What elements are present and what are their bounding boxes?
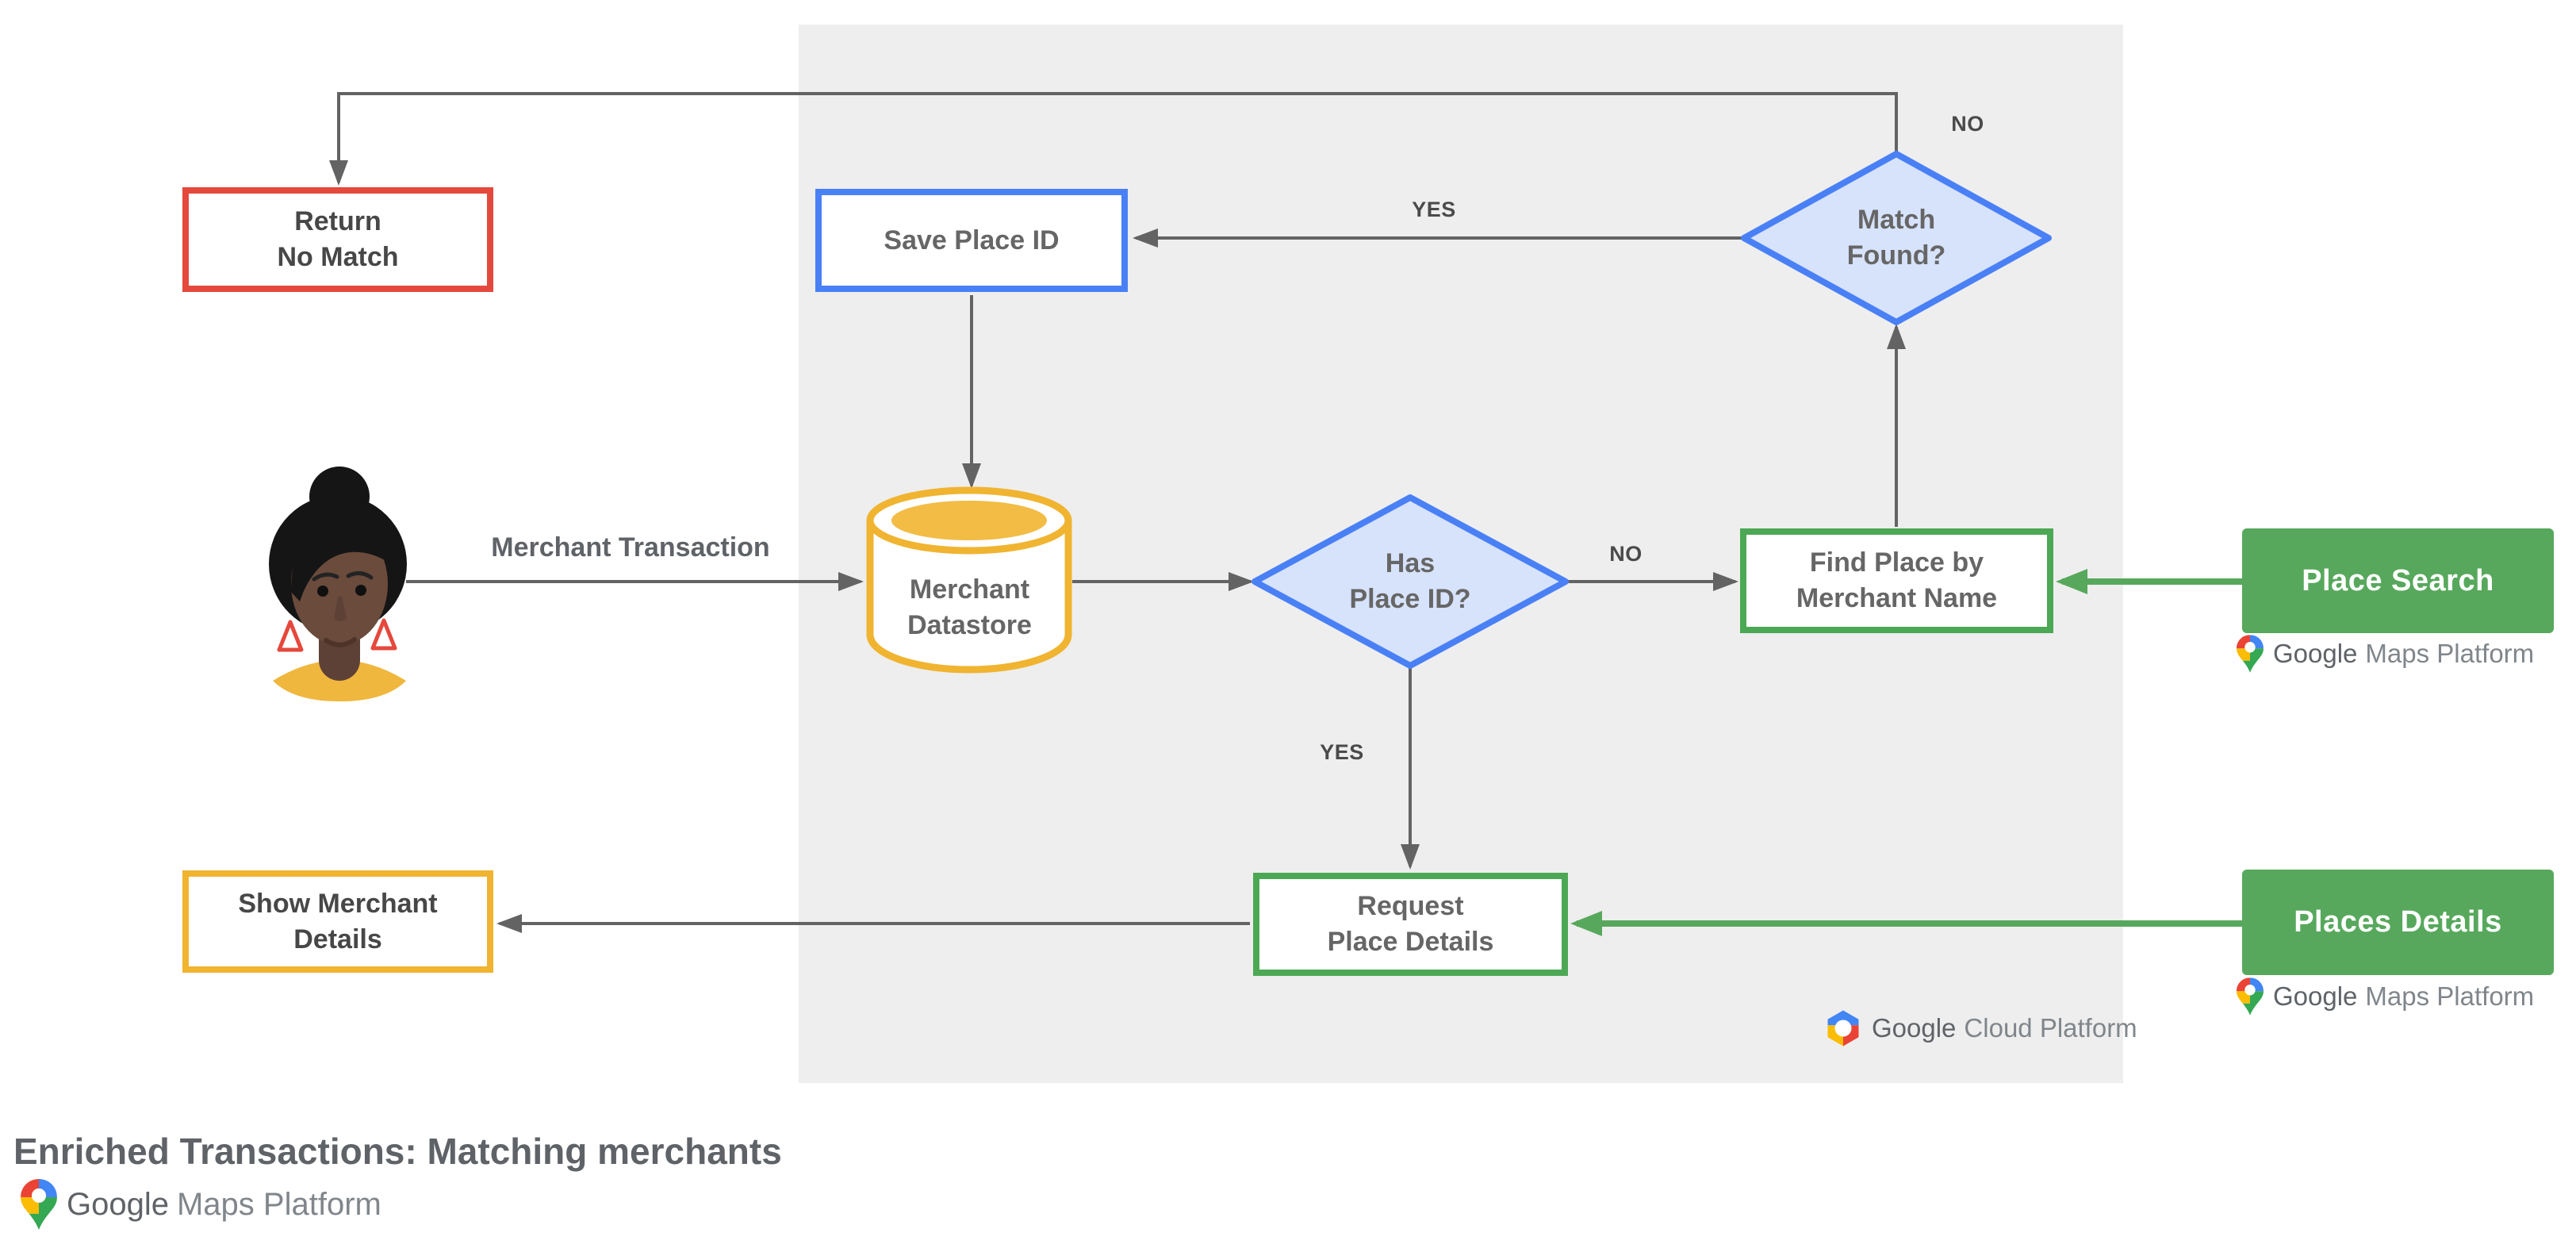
logo-text-google: Google xyxy=(1872,1013,1957,1043)
edge-label-match-found-yes: YES xyxy=(1412,197,1456,221)
google-maps-platform-logo-place-search: Google Maps Platform xyxy=(2237,635,2534,673)
edge-label-has-place-id-no: NO xyxy=(1609,541,1643,566)
decision-has-place-id-label: Has Place ID? xyxy=(1349,548,1471,614)
node-save-place-id: Save Place ID xyxy=(815,189,1128,292)
node-request-place-details: Request Place Details xyxy=(1253,873,1568,976)
datastore-label: Merchant Datastore xyxy=(907,574,1032,640)
google-cloud-hexagon-icon xyxy=(1824,1009,1862,1047)
google-maps-pin-icon xyxy=(21,1179,57,1230)
google-cloud-platform-logo: Google Cloud Platform xyxy=(1824,1009,2137,1047)
google-maps-platform-logo-footer: Google Maps Platform xyxy=(21,1179,381,1230)
logo-text-google: Google xyxy=(2273,639,2358,668)
node-show-merchant-details: Show Merchant Details xyxy=(182,870,493,973)
diagram-title: Enriched Transactions: Matching merchant… xyxy=(13,1131,782,1172)
logo-text-maps-platform: Maps Platform xyxy=(176,1186,381,1222)
logo-text-maps-platform: Maps Platform xyxy=(2365,639,2535,668)
edge-label-match-found-no: NO xyxy=(1951,111,1984,136)
merchant-user-avatar xyxy=(269,467,407,701)
node-find-place-by-merchant-name: Find Place by Merchant Name xyxy=(1740,528,2053,633)
decision-match-found-label: Match Found? xyxy=(1846,205,1946,271)
node-return-no-match: Return No Match xyxy=(182,187,493,292)
google-maps-pin-icon xyxy=(2237,977,2264,1016)
node-place-search-api: Place Search xyxy=(2242,528,2554,633)
logo-text-maps-platform: Maps Platform xyxy=(2365,981,2535,1011)
logo-text-google: Google xyxy=(2273,981,2358,1011)
logo-text-cloud-platform: Cloud Platform xyxy=(1964,1013,2137,1043)
logo-text-google: Google xyxy=(67,1186,169,1222)
google-maps-platform-logo-places-details: Google Maps Platform xyxy=(2237,977,2534,1016)
edge-label-has-place-id-yes: YES xyxy=(1320,739,1364,764)
google-maps-pin-icon xyxy=(2237,635,2264,673)
node-places-details-api: Places Details xyxy=(2242,870,2554,975)
edge-label-merchant-transaction: Merchant Transaction xyxy=(491,532,770,563)
